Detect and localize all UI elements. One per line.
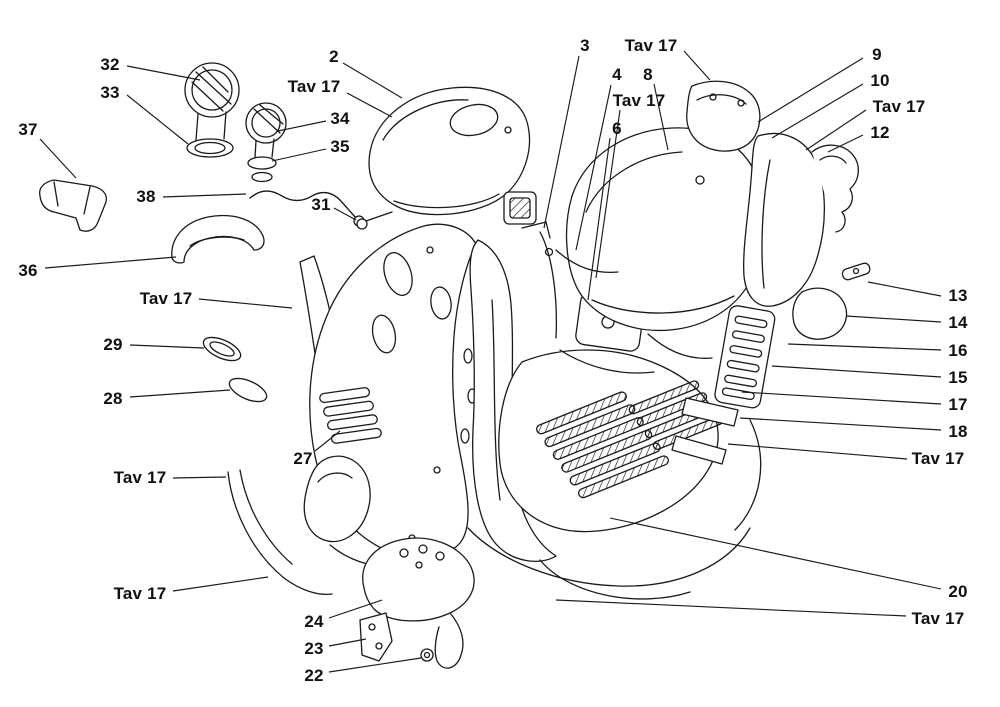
steering-column <box>521 221 557 339</box>
leader-line-22-13 <box>328 657 422 673</box>
leader-line-29-6 <box>129 344 205 349</box>
leader-line-18-34 <box>739 417 942 431</box>
leader-line-37-2 <box>39 138 77 179</box>
inner-shield <box>469 239 557 562</box>
leader-line-14-30 <box>845 315 942 323</box>
frame-lines <box>555 249 713 374</box>
leader-line-38-3 <box>162 193 247 198</box>
leader-line-13-29 <box>867 281 942 297</box>
leader-line-23-12 <box>328 638 367 647</box>
leader-line-12-28 <box>827 134 864 153</box>
leader-line-36-4 <box>44 256 177 269</box>
switch-unit <box>503 191 537 225</box>
leader-line-tav-17-27 <box>805 109 867 151</box>
leader-line-6-22 <box>587 137 611 301</box>
leader-line-tav-17-9 <box>172 576 269 592</box>
underbody-panel <box>467 419 762 600</box>
leader-line-tav-17-37 <box>555 599 907 617</box>
reflector-upper <box>202 336 242 362</box>
fastener <box>420 648 434 662</box>
leader-line-17-33 <box>741 391 942 405</box>
side-skirt <box>227 469 333 596</box>
leader-line-3-19 <box>543 55 580 229</box>
leader-line-10-26 <box>771 83 864 139</box>
front-fender <box>362 537 475 669</box>
leader-line-9-25 <box>757 57 864 123</box>
seat-body <box>565 127 766 332</box>
handlebar-cover <box>368 86 531 216</box>
reflector-lower <box>228 377 268 403</box>
leader-line-tav-17-21 <box>595 109 621 279</box>
leader-line-2-14 <box>342 62 403 99</box>
leader-line-27-10 <box>314 430 341 452</box>
side-panel <box>792 287 848 340</box>
leader-line-tav-17-5 <box>198 298 293 309</box>
fender-bracket <box>359 612 393 662</box>
leader-line-33-1 <box>126 94 189 145</box>
leader-line-tav-17-23 <box>683 50 711 81</box>
leader-line-tav-17-15 <box>346 92 393 118</box>
leader-line-4-20 <box>575 84 612 251</box>
leader-line-35-17 <box>271 148 327 162</box>
leader-line-tav-17-35 <box>727 443 908 460</box>
leader-line-16-31 <box>787 343 942 351</box>
side-vent-grille <box>714 305 776 409</box>
leader-line-31-18 <box>333 207 357 221</box>
leader-line-34-16 <box>277 120 327 132</box>
instrument-cluster <box>184 62 287 183</box>
leader-line-15-32 <box>771 365 942 378</box>
rear-carrier <box>686 80 761 152</box>
front-bracket <box>38 179 108 232</box>
handlebar-lower-cover <box>171 214 265 264</box>
side-strip <box>841 262 871 281</box>
leader-line-tav-17-8 <box>172 476 227 479</box>
mirror-stem <box>356 211 393 230</box>
leader-line-20-36 <box>609 517 942 590</box>
rear-trim-hook <box>811 144 859 233</box>
leader-line-8-24 <box>653 83 669 151</box>
leader-line-24-11 <box>328 599 383 619</box>
leader-line-28-7 <box>129 389 231 398</box>
lower-molding <box>671 435 727 465</box>
leader-line-32-0 <box>126 65 201 81</box>
side-molding <box>681 397 739 427</box>
